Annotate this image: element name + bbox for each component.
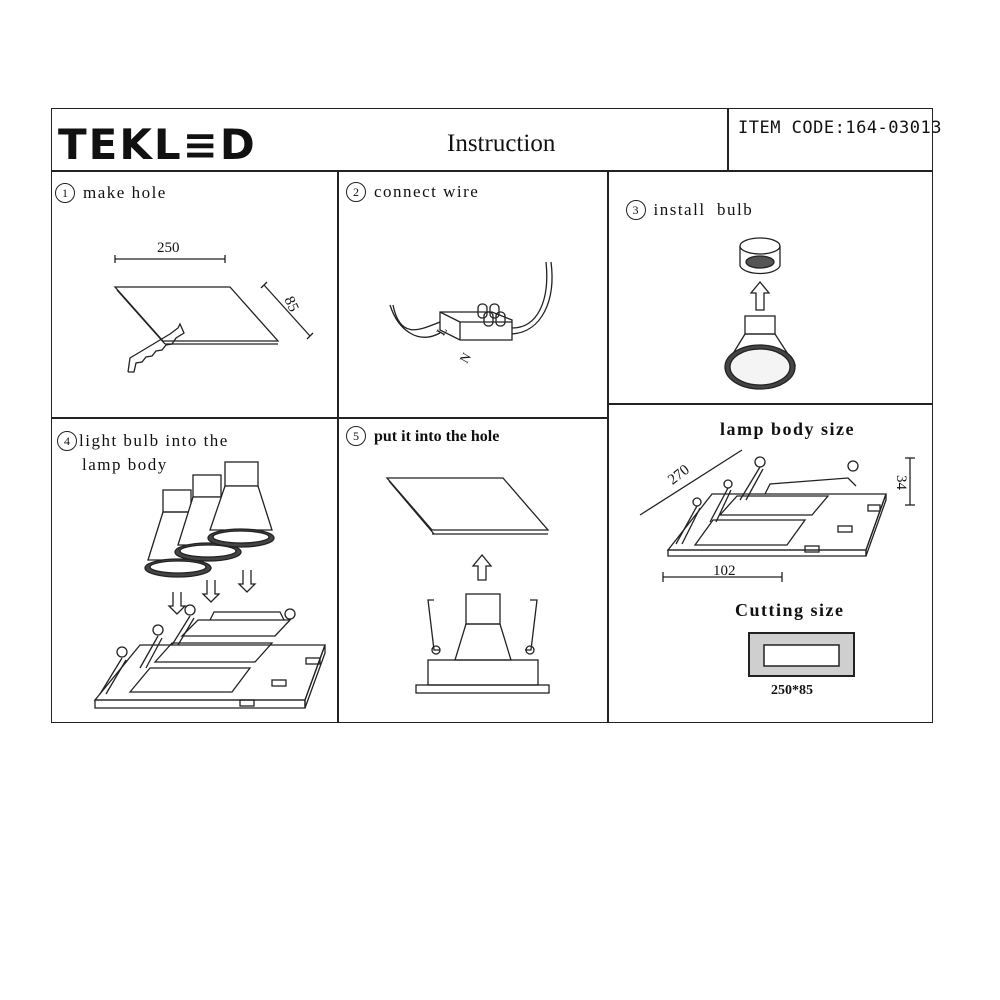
cutting-size-title: Cutting size [735, 600, 845, 620]
ceiling-panel-drawing [113, 255, 314, 345]
step-5-number: 5 [346, 426, 366, 446]
instruction-sheet [51, 108, 933, 723]
lamp-body-width: 102 [713, 563, 736, 579]
header-divider [51, 170, 933, 172]
down-arrows-icon [167, 570, 257, 615]
up-arrow-icon [749, 280, 771, 311]
row-divider-right [607, 403, 933, 405]
column-divider-2 [607, 170, 609, 723]
item-code: ITEM CODE:164-03013 [738, 118, 942, 138]
socket-drawing [739, 237, 781, 275]
terminal-block-drawing [389, 261, 553, 341]
tekled-logo: TEKL≡D [58, 120, 257, 169]
step-4-number: 4 [57, 431, 77, 451]
lamp-body-frame-drawing [93, 604, 326, 709]
cutting-size-drawing [748, 632, 855, 677]
step-4-label-line2: lamp body [82, 455, 168, 474]
row-divider-left [51, 417, 607, 419]
ceiling-panel-drawing-2 [385, 477, 550, 535]
installed-lamp-drawing [415, 593, 550, 694]
step-1-number: 1 [55, 183, 75, 203]
three-bulbs-drawing [144, 461, 275, 578]
cutting-size-value: 250*85 [771, 683, 813, 698]
gu10-bulb-drawing [724, 315, 797, 390]
step-2-number: 2 [346, 182, 366, 202]
lamp-body-size-drawing [639, 449, 915, 582]
page-title: Instruction [447, 130, 556, 157]
up-arrow-icon-2 [471, 553, 493, 581]
lamp-body-size-title: lamp body size [720, 419, 856, 439]
saw-icon [127, 322, 185, 373]
header-code-divider [727, 108, 729, 170]
step-3-number: 3 [625, 200, 646, 220]
hole-width-dimension: 250 [157, 240, 180, 256]
column-divider-1 [337, 170, 339, 723]
